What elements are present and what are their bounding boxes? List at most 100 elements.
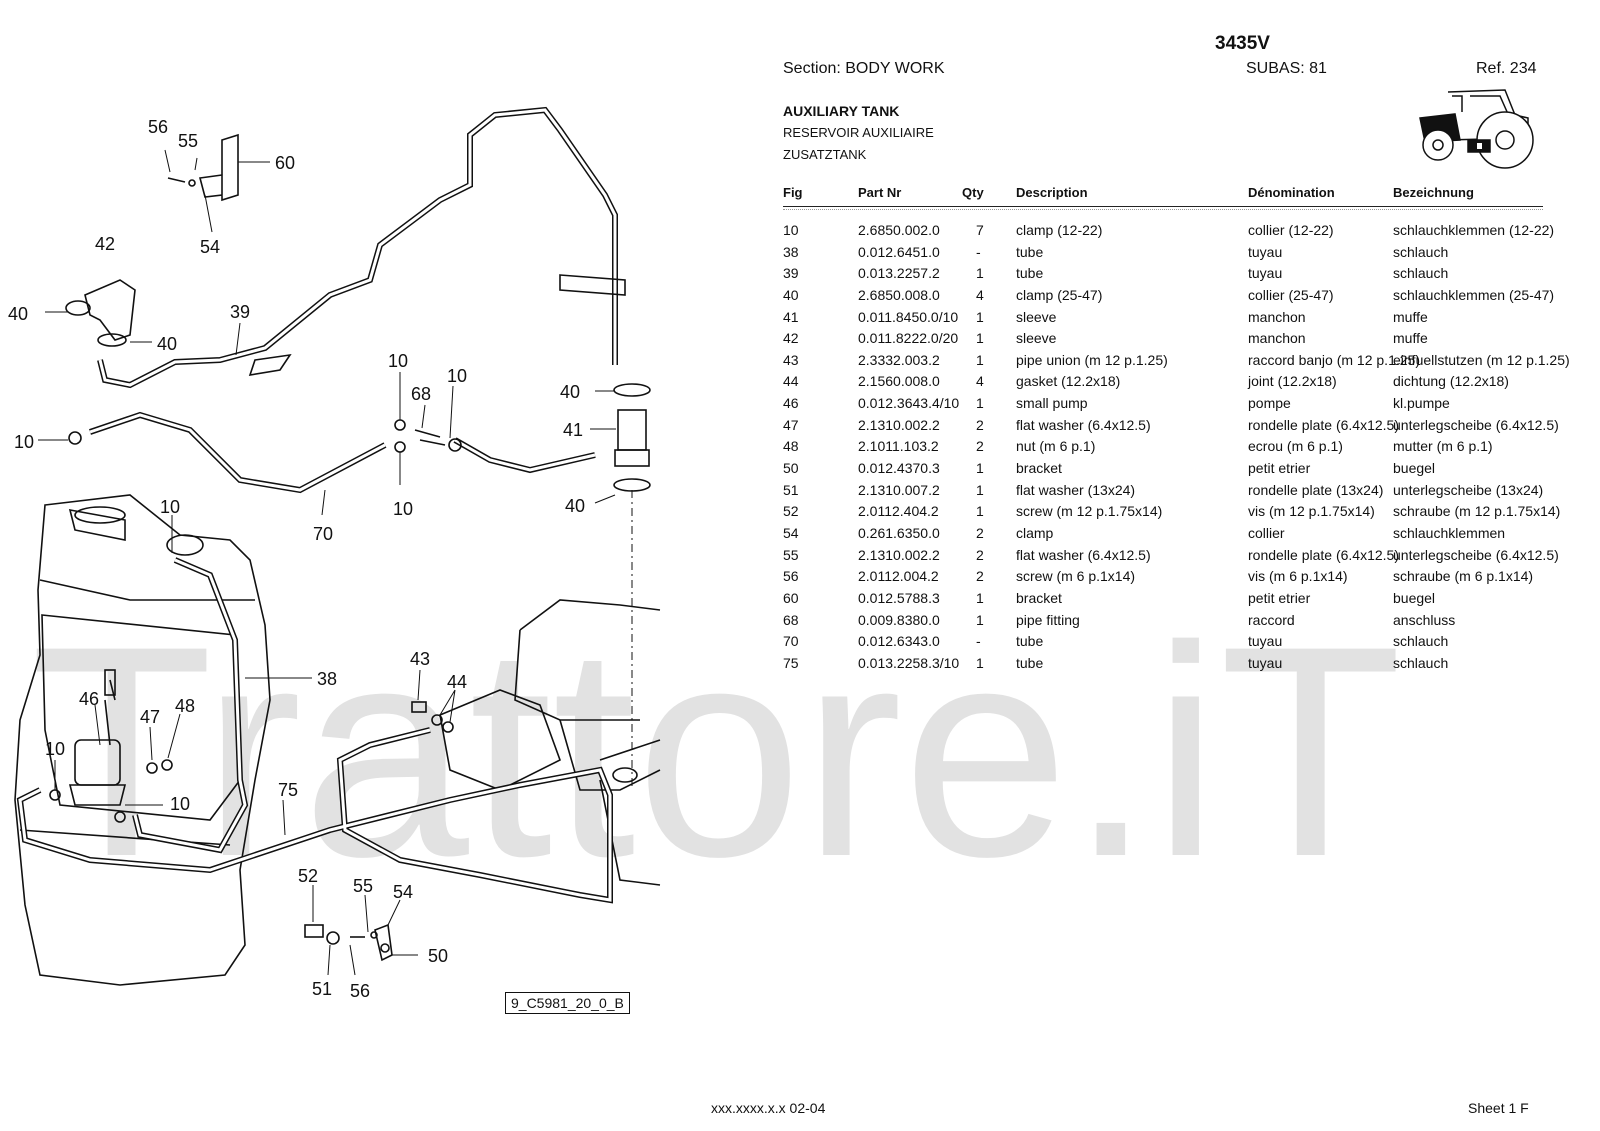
part-qty: 1: [976, 308, 984, 325]
part-number: 2.0112.404.2: [858, 503, 939, 520]
part-description: bracket: [1016, 589, 1062, 606]
part-qty: 1: [976, 395, 984, 412]
part-bezeichnung: einfuellstutzen (m 12 p.1.25): [1393, 351, 1570, 368]
diagram-label: 38: [317, 669, 337, 689]
part-description: small pump: [1016, 395, 1088, 412]
part-qty: 1: [976, 330, 984, 347]
part-number: 2.6850.008.0: [858, 286, 940, 303]
diagram-label: 54: [200, 237, 220, 257]
part-denomination: petit etrier: [1248, 589, 1311, 606]
part-denomination: rondelle plate (13x24): [1248, 481, 1384, 498]
part-bezeichnung: schlauchklemmen: [1393, 524, 1506, 541]
diagram-label: 60: [275, 153, 295, 173]
part-description: flat washer (6.4x12.5): [1016, 416, 1151, 433]
part-bezeichnung: kl.pumpe: [1393, 395, 1450, 412]
part-number: 2.1310.007.2: [858, 481, 940, 498]
part-description: tube: [1016, 633, 1044, 650]
diagram-label: 68: [411, 384, 431, 404]
part-description: tube: [1016, 654, 1044, 671]
diagram-label: 41: [563, 420, 583, 440]
part-number: 2.6850.002.0: [858, 222, 940, 238]
bracket-60: [198, 133, 239, 202]
part-denomination: petit etrier: [1248, 460, 1311, 477]
header-divider: [783, 206, 1543, 207]
diagram-label: 43: [410, 649, 430, 669]
part-number: 0.261.6350.0: [858, 524, 940, 541]
part-fig: 48: [783, 438, 799, 455]
part-number: 2.1310.002.2: [858, 546, 940, 563]
part-fig: 38: [783, 243, 799, 260]
part-number: 2.1560.008.0: [858, 373, 940, 390]
part-denomination: manchon: [1248, 308, 1306, 325]
diagram-label: 70: [313, 524, 333, 544]
part-qty: 7: [976, 222, 984, 238]
part-description: tube: [1016, 243, 1044, 260]
diagram-label: 40: [157, 334, 177, 354]
part-description: nut (m 6 p.1): [1016, 438, 1096, 455]
part-number: 0.012.6343.0: [858, 633, 940, 650]
diagram-label: 52: [298, 866, 318, 886]
part-fig: 56: [783, 568, 799, 585]
part-number: 0.012.6451.0: [858, 243, 940, 260]
diagram-label: 44: [447, 672, 467, 692]
part-fig: 41: [783, 308, 799, 325]
diagram-label: 75: [278, 780, 298, 800]
part-bezeichnung: unterlegscheibe (13x24): [1393, 481, 1544, 498]
part-fig: 42: [783, 330, 799, 347]
part-fig: 39: [783, 265, 799, 282]
footer-code: xxx.xxxx.x.x 02-04: [711, 1100, 826, 1116]
part-denomination: ecrou (m 6 p.1): [1248, 438, 1343, 455]
part-fig: 75: [783, 654, 799, 671]
tank-outline: [14, 494, 271, 986]
part-qty: 1: [976, 589, 984, 606]
part-bezeichnung: muffe: [1393, 308, 1428, 325]
part-denomination: vis (m 12 p.1.75x14): [1248, 503, 1375, 520]
part-bezeichnung: schlauchklemmen (25-47): [1393, 286, 1555, 303]
part-description: tube: [1016, 265, 1044, 282]
diagram-label: 51: [312, 979, 332, 999]
diagram-label: 10: [388, 351, 408, 371]
part-fig: 54: [783, 524, 799, 541]
part-fig: 50: [783, 460, 799, 477]
part-fig: 47: [783, 416, 799, 433]
page-title-de: ZUSATZTANK: [783, 147, 867, 162]
part-fig: 55: [783, 546, 799, 563]
part-bezeichnung: anschluss: [1393, 611, 1456, 628]
section-label: Section: BODY WORK: [783, 60, 945, 77]
col-header-qty: Qty: [962, 185, 984, 200]
part-qty: 2: [976, 416, 984, 433]
part-bezeichnung: schlauch: [1393, 265, 1449, 282]
part-bezeichnung: schlauchklemmen (12-22): [1393, 222, 1555, 238]
ref-label: Ref. 234: [1476, 60, 1537, 77]
part-number: 0.012.4370.3: [858, 460, 940, 477]
header-divider-dotted: [783, 209, 1543, 210]
diagram-label: 10: [447, 366, 467, 386]
diagram-label: 46: [79, 689, 99, 709]
part-qty: 2: [976, 524, 984, 541]
col-header-part: Part Nr: [858, 185, 902, 200]
part-qty: 4: [976, 286, 984, 303]
part-description: screw (m 12 p.1.75x14): [1016, 503, 1163, 520]
part-description: bracket: [1016, 460, 1062, 477]
part-denomination: manchon: [1248, 330, 1306, 347]
part-bezeichnung: dichtung (12.2x18): [1393, 373, 1509, 390]
part-qty: -: [976, 633, 981, 650]
part-number: 2.0112.004.2: [858, 568, 939, 585]
page-title-fr: RESERVOIR AUXILIAIRE: [783, 125, 934, 140]
part-bezeichnung: schraube (m 6 p.1x14): [1393, 568, 1534, 585]
diagram-label: 10: [170, 794, 190, 814]
col-header-bezeichnung: Bezeichnung: [1393, 185, 1474, 200]
part-fig: 40: [783, 286, 799, 303]
part-qty: 1: [976, 503, 984, 520]
